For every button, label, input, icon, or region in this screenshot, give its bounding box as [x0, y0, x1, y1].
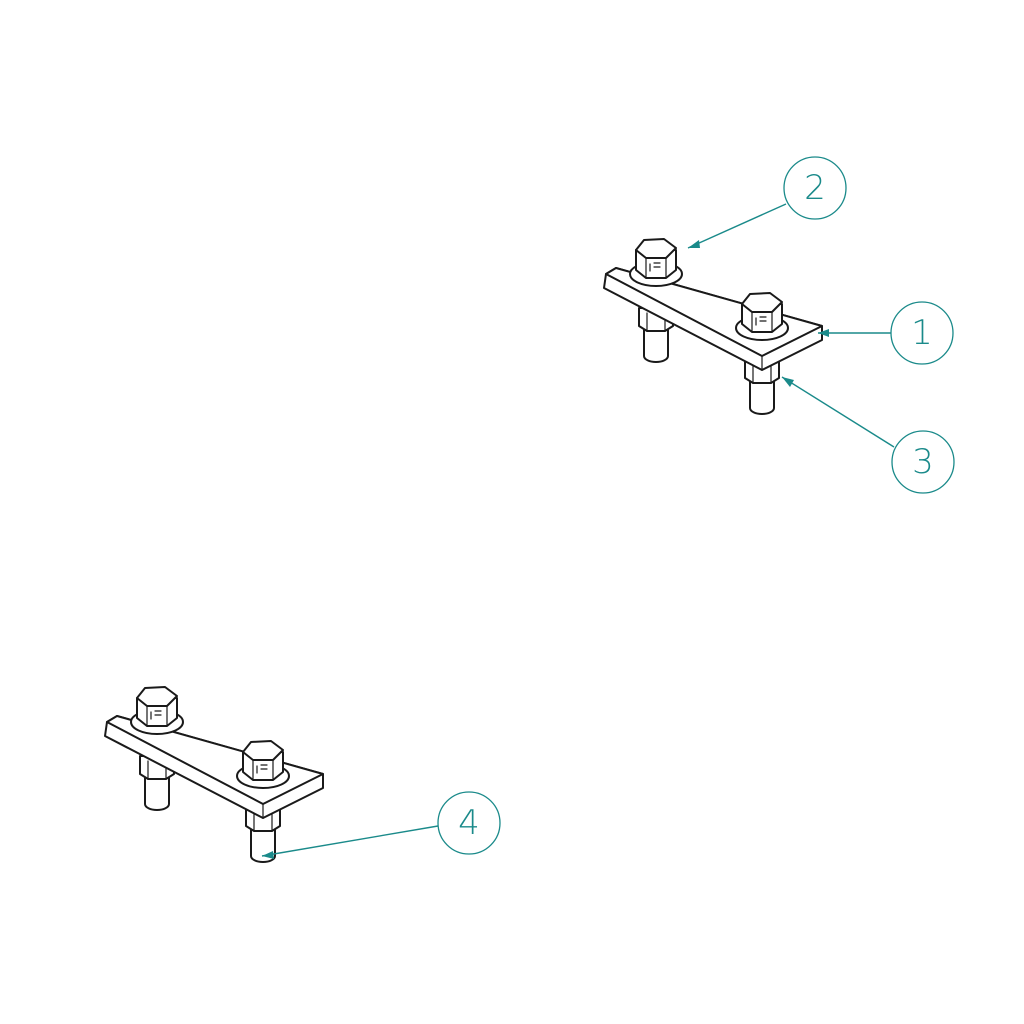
callout-1-number: 1 [911, 313, 933, 353]
callout-4-number: 4 [458, 803, 480, 843]
callout-1[interactable]: 1 [890, 301, 954, 365]
callout-3[interactable]: 3 [891, 430, 955, 494]
upper-clamp-assembly [604, 239, 822, 414]
callout-2-arrowhead [688, 240, 700, 248]
callout-2-leader [687, 203, 787, 249]
callout-3-number: 3 [912, 442, 934, 482]
callout-4-arrowhead [262, 851, 274, 859]
callout-2[interactable]: 2 [783, 156, 847, 220]
callout-4[interactable]: 4 [437, 791, 501, 855]
callout-3-leader [781, 376, 895, 448]
callouts: 2 1 3 4 [261, 156, 955, 859]
callout-4-leader [261, 825, 439, 857]
callout-3-arrowhead [782, 377, 794, 387]
lower-clamp-assembly [105, 687, 323, 862]
callout-2-number: 2 [804, 168, 826, 208]
callout-1-arrowhead [818, 329, 829, 337]
